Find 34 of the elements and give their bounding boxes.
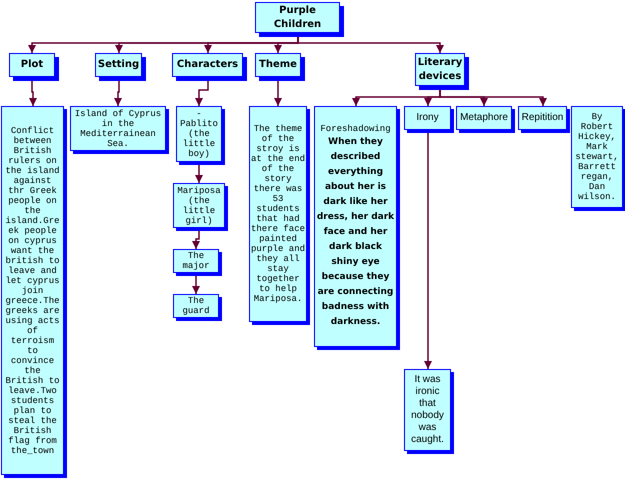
category-label: Literary devices <box>417 56 463 84</box>
text-box <box>173 249 219 273</box>
body-text: When they described everything about her is dark like her dress, her dark face and her dark black shiny eye because they are connecting badness with darkness. <box>316 136 395 328</box>
body-text: Metaphore <box>460 112 508 124</box>
category-box <box>518 106 567 130</box>
heading-text: Foreshadowing <box>320 124 391 134</box>
text-box <box>571 106 623 208</box>
text-box <box>173 294 219 318</box>
body-text: - Pablito (the little boy) <box>179 109 219 159</box>
text-box <box>314 106 397 347</box>
body-text: It was ironic that nobody was caught. <box>410 374 445 446</box>
text-box <box>249 106 307 322</box>
body-text: By Robert Hickey, Mark stewart, Barrett regan, Dan wilson. <box>574 112 620 202</box>
body-text: Mariposa (the little girl) <box>176 186 222 226</box>
category-label: Setting <box>98 58 140 72</box>
body-text: Island of Cyprus in the Mediterrainean Sea. <box>74 108 162 148</box>
category-label: Purple Children <box>272 4 322 32</box>
body-text: The theme of the stroy is at the end of the story there was 53 students that had there face painted purple and they all stay together to help Mariposa. <box>251 124 305 304</box>
text-box <box>1 106 64 475</box>
connector-arrow <box>192 228 200 249</box>
category-label: Plot <box>20 58 44 72</box>
body-text: Irony <box>416 112 439 124</box>
body-text: Conflict between British rulers on the island against thr Greek people on the island.Greek people on cyprus want the british to leave and let cyprus join greece.The greeks are using acts of terroism to convince the British to leave.Two students plan to steal the British flag from the_town <box>4 126 60 456</box>
connector-arrow <box>424 130 432 369</box>
body-text: Repitition <box>522 112 564 124</box>
category-box <box>404 106 451 130</box>
connector-arrow <box>192 273 200 294</box>
text-box <box>404 369 451 451</box>
category-label: Characters <box>176 58 238 72</box>
category-box <box>456 106 512 130</box>
connector-arrow <box>195 162 203 183</box>
body-text: The guard <box>181 296 210 316</box>
body-text: The major <box>181 251 210 271</box>
category-label: Theme <box>259 58 297 72</box>
